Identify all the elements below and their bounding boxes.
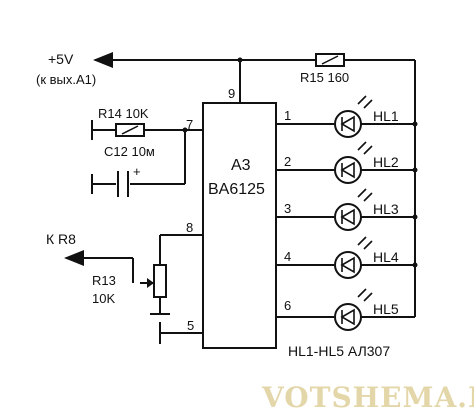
pin-8-label: 8 — [186, 220, 193, 235]
led-light-arrows — [357, 141, 373, 155]
r13-ref-label: R13 — [92, 273, 116, 288]
led-body — [334, 110, 362, 138]
r15-hatch — [321, 55, 339, 65]
watermark-text: VOTSHEMA.RU — [261, 381, 474, 414]
led-hl4-label: HL4 — [373, 249, 399, 265]
led-hl3-label: HL3 — [373, 201, 399, 217]
leds-note-label: HL1-HL5 АЛ307 — [288, 343, 390, 359]
pin-9-label: 9 — [228, 86, 235, 101]
pin-4-label: 4 — [284, 249, 291, 264]
r13-wiper-arrow — [147, 278, 154, 288]
led-diode-symbol — [340, 208, 355, 226]
led-hl5-label: HL5 — [373, 301, 399, 317]
led-light-arrows — [357, 188, 373, 202]
c12-label: C12 10м — [104, 144, 155, 159]
pin-7-label: 7 — [186, 117, 193, 132]
ic-part-label: BA6125 — [208, 181, 265, 198]
pin-2-label: 2 — [284, 154, 291, 169]
r14-hatch — [121, 125, 139, 135]
led-body — [334, 251, 362, 279]
led-light-arrows — [357, 236, 373, 250]
pin-1-label: 1 — [284, 108, 291, 123]
ic-ref-label: A3 — [231, 157, 251, 174]
pin8-network: К R8 R13 10K — [46, 231, 203, 315]
ic-a3: A3 BA6125 9 7 8 5 1 2 3 4 6 — [186, 86, 291, 349]
pin7-network: R14 10K + C12 10м — [91, 106, 203, 197]
led-diode-symbol — [340, 308, 355, 326]
led-light-arrows — [357, 95, 373, 109]
r15-label: R15 160 — [300, 70, 349, 85]
led-diode-symbol — [340, 256, 355, 274]
r8-link-label: К R8 — [46, 231, 76, 247]
resistor-r15: R15 160 — [300, 53, 349, 85]
r14-label: R14 10K — [98, 106, 149, 121]
pin-5-label: 5 — [187, 318, 194, 333]
pin-3-label: 3 — [284, 201, 291, 216]
led-body — [334, 156, 362, 184]
led-diode-symbol — [340, 161, 355, 179]
led-light-arrows — [357, 288, 373, 302]
pin-6-label: 6 — [284, 298, 291, 313]
led-hl1-label: HL1 — [373, 108, 399, 124]
led-diode-symbol — [340, 115, 355, 133]
led-body — [334, 203, 362, 231]
pin5-ground — [159, 322, 203, 344]
led-hl2-label: HL2 — [373, 154, 399, 170]
ic-body — [202, 102, 277, 349]
supply-note-label: (к вых.А1) — [36, 72, 96, 87]
supply-voltage-label: +5V — [48, 51, 74, 67]
r13-body — [153, 264, 167, 298]
supply-rail: +5V (к вых.А1) — [36, 51, 415, 103]
c12-plus-sign: + — [133, 164, 141, 179]
r13-value-label: 10K — [92, 291, 115, 306]
led-array: HL1 HL2 HL3 HL4 HL5 — [276, 95, 415, 331]
led-body — [334, 303, 362, 331]
